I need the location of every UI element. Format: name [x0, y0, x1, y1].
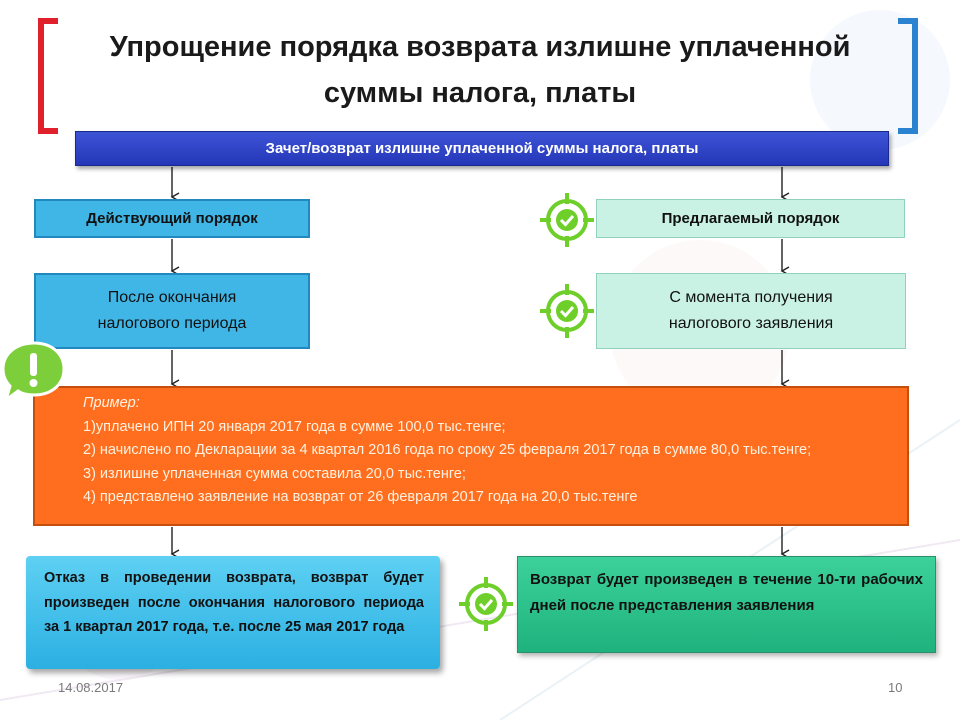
- proposed-procedure-heading: Предлагаемый порядок: [596, 199, 905, 238]
- page-number: 10: [888, 680, 903, 695]
- current-procedure-box: После окончания налогового периода: [34, 273, 310, 349]
- example-title: Пример:: [83, 395, 140, 411]
- title-bracket-left: [38, 18, 58, 134]
- example-item: 3) излишне уплаченная сумма составила 20…: [83, 465, 466, 482]
- title-line-1: Упрощение порядка возврата излишне уплач…: [109, 31, 851, 63]
- proposed-result-text: Возврат будет произведен в течение 10-ти…: [530, 571, 923, 614]
- example-box: Пример: 1)уплачено ИПН 20 января 2017 го…: [33, 386, 909, 526]
- current-procedure-line-1: После окончания: [107, 289, 237, 306]
- proposed-result-box: Возврат будет произведен в течение 10-ти…: [517, 556, 936, 653]
- example-item: 2) начислено по Декларации за 4 квартал …: [83, 442, 812, 458]
- current-procedure-line-2: налогового периода: [97, 315, 247, 332]
- top-bar: Зачет/возврат излишне уплаченной суммы н…: [75, 131, 889, 166]
- target-check-icon: [540, 193, 594, 247]
- proposed-procedure-line-2: налогового заявления: [668, 315, 834, 332]
- current-result-box: Отказ в проведении возврата, возврат буд…: [26, 556, 440, 669]
- exclamation-bubble-icon: [1, 341, 66, 404]
- target-check-icon: [540, 284, 594, 338]
- example-item: 1)уплачено ИПН 20 января 2017 года в сум…: [83, 418, 506, 435]
- proposed-procedure-line-1: С момента получения: [669, 289, 833, 306]
- current-result-text: Отказ в проведении возврата, возврат буд…: [44, 570, 424, 635]
- proposed-procedure-box: С момента получения налогового заявления: [596, 273, 906, 349]
- example-item: 4) представлено заявление на возврат от …: [83, 489, 638, 505]
- title-bracket-right: [898, 18, 918, 134]
- title-line-2: суммы налога, платы: [323, 77, 637, 109]
- current-procedure-heading: Действующий порядок: [34, 199, 310, 238]
- page-title: Упрощение порядка возврата излишне уплач…: [60, 24, 900, 116]
- target-check-icon: [459, 577, 513, 631]
- footer-date: 14.08.2017: [58, 680, 124, 695]
